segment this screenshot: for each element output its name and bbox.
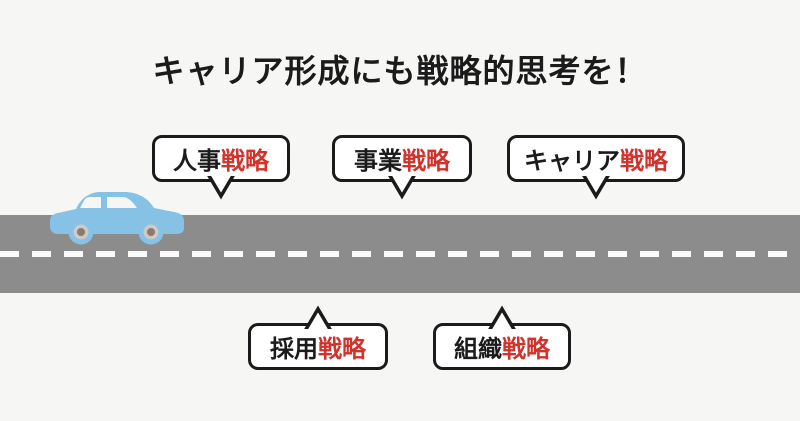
bubble-recruitment-strategy-highlight: 戦略 [318,336,366,363]
bubble-tail-down-icon [388,176,416,200]
bubble-business-strategy-label: 事業 [354,148,402,175]
road-dashed-center-line [0,251,800,257]
bubble-business-strategy-highlight: 戦略 [402,148,450,175]
bubble-hr-strategy: 人事戦略 [152,135,290,200]
car-side-icon [50,192,184,245]
bubble-tail-up-icon [488,305,516,329]
bubble-career-strategy: キャリア戦略 [507,135,685,200]
bubble-hr-strategy-highlight: 戦略 [221,148,269,175]
bubble-organization-strategy: 組織戦略 [433,305,571,370]
bubble-business-strategy: 事業戦略 [332,135,472,200]
page-title: キャリア形成にも戦略的思考を！ [152,53,648,89]
bubble-tail-down-icon [582,176,610,200]
bubble-recruitment-strategy-label: 採用 [270,336,318,363]
bubble-tail-up-icon [304,305,332,329]
bubble-organization-strategy-label: 組織 [454,336,502,363]
bubble-career-strategy-highlight: 戦略 [620,148,668,175]
bubble-recruitment-strategy: 採用戦略 [248,305,388,370]
bubble-tail-down-icon [207,176,235,200]
bubble-hr-strategy-label: 人事 [173,148,221,175]
bubble-organization-strategy-highlight: 戦略 [502,336,550,363]
bubble-career-strategy-label: キャリア [524,148,620,175]
